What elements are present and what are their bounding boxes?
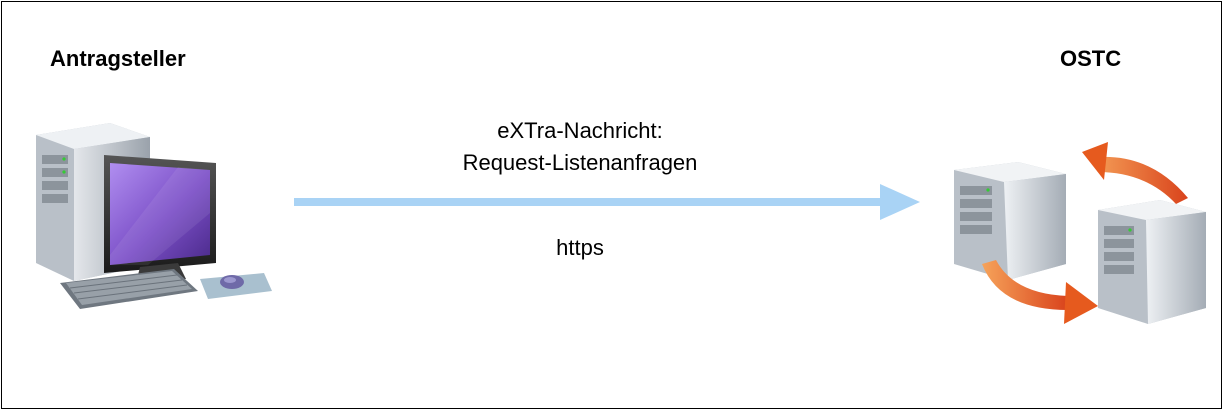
mouse — [200, 273, 272, 299]
keyboard — [60, 269, 198, 309]
sender-label: Antragsteller — [50, 46, 186, 71]
message-label-line1: eXTra-Nachricht: — [497, 118, 663, 143]
monitor — [104, 155, 216, 283]
request-arrow — [294, 184, 920, 220]
server-cluster-sync-icon — [954, 142, 1206, 324]
cycle-arrow-top — [1088, 156, 1188, 204]
workstation-computer-icon — [36, 123, 272, 309]
receiver-label: OSTC — [1060, 46, 1122, 71]
server-left — [954, 162, 1066, 280]
message-label-line2: Request-Listenanfragen — [462, 150, 698, 175]
protocol-label: https — [556, 235, 604, 260]
server-right — [1098, 200, 1206, 324]
cycle-arrow-bottom — [982, 260, 1068, 310]
